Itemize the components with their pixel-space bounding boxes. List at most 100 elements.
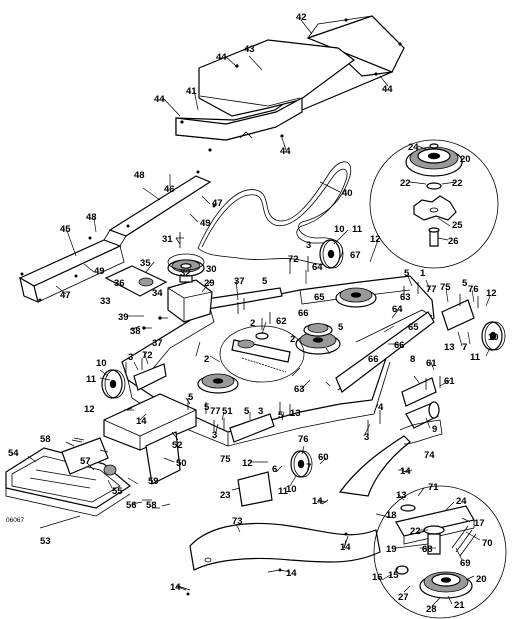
callout-5: 5 [338,322,344,333]
callout-40: 40 [342,188,353,199]
callout-76: 76 [298,434,309,445]
callout-14: 14 [286,568,297,579]
callout-71: 71 [428,482,439,493]
callout-34: 34 [152,288,163,299]
callout-2: 2 [204,354,209,365]
callout-5: 5 [188,392,194,403]
callout-36: 36 [114,278,125,289]
callout-5: 5 [462,278,468,289]
callout-43: 43 [244,44,255,55]
callout-5: 5 [262,276,268,287]
callout-14: 14 [312,496,323,507]
front-bracket [237,471,273,507]
callout-22: 22 [410,526,421,537]
callout-72: 72 [142,350,153,361]
callout-14: 14 [400,466,411,477]
callout-12: 12 [486,288,497,299]
callout-38: 38 [130,326,141,337]
callout-77: 77 [210,406,221,417]
caster-wheels [101,239,506,478]
callout-70: 70 [482,538,493,549]
spindle-center [295,323,341,355]
callout-63: 63 [294,384,305,395]
bracket-plate [104,265,168,297]
callout-60: 60 [318,452,329,463]
callout-22: 22 [452,178,463,189]
callout-2: 2 [250,318,255,329]
callout-64: 64 [312,262,323,273]
callout-3: 3 [258,406,263,417]
callout-44: 44 [280,146,291,157]
callout-24: 24 [408,142,419,153]
callout-2: 2 [290,334,295,345]
callout-6: 6 [272,464,277,475]
caster-wheel-right [481,321,506,351]
callout-3: 3 [364,432,369,443]
callout-24: 24 [456,496,467,507]
spindle-detail-lower [373,485,507,619]
front-baffle [103,393,197,485]
callout-32: 32 [180,268,191,279]
callout-10: 10 [334,224,345,235]
callout-3: 3 [306,240,311,251]
callout-53: 53 [40,536,51,547]
callout-35: 35 [140,258,151,269]
callout-19: 19 [386,544,397,555]
callout-31: 31 [162,234,173,245]
caster-wheel-front [290,450,313,478]
callout-37: 37 [234,276,245,287]
callout-28: 28 [426,604,437,615]
leader-lines [27,19,491,607]
callout-74: 74 [424,450,435,461]
callout-16: 16 [372,572,383,583]
callout-61: 61 [444,376,455,387]
callout-54: 54 [8,448,19,459]
callout-12: 12 [370,234,381,245]
callout-58: 58 [146,500,157,511]
gearbox-pulley [167,253,205,277]
callout-77: 77 [426,284,437,295]
callout-49: 49 [200,218,211,229]
spindle-detail-upper [369,139,499,269]
callout-44: 44 [154,94,165,105]
callout-22: 22 [400,178,411,189]
right-baffle [338,419,443,497]
callout-5: 5 [204,402,210,413]
callout-62: 62 [276,316,287,327]
callout-9: 9 [432,424,437,435]
callout-56: 56 [126,500,137,511]
callout-7: 7 [306,462,311,473]
callout-14: 14 [340,542,351,553]
callout-10: 10 [488,332,499,343]
callout-55: 55 [112,486,123,497]
bottom-baffle [189,522,381,571]
callout-48: 48 [134,170,145,181]
figure-reference: 06067 [6,517,24,524]
callout-11: 11 [278,486,289,497]
callout-65: 65 [314,292,325,303]
callout-5: 5 [404,268,410,279]
callout-66: 66 [368,354,379,365]
callout-13: 13 [444,342,455,353]
callout-30: 30 [206,264,217,275]
callout-73: 73 [232,516,243,527]
callout-66: 66 [298,308,309,319]
callout-11: 11 [352,224,363,235]
tensioner-cylinder [405,401,440,429]
callout-14: 14 [136,416,147,427]
belt-cover [175,15,405,152]
callout-20: 20 [460,154,471,165]
callout-57: 57 [80,456,91,467]
callout-67: 67 [350,250,361,261]
callout-21: 21 [454,600,465,611]
callout-48: 48 [86,212,97,223]
callout-44: 44 [216,52,227,63]
callout-37: 37 [152,338,163,349]
callout-15: 15 [388,570,399,581]
callout-17: 17 [474,518,485,529]
callout-14: 14 [170,582,181,593]
callout-5: 5 [278,410,284,421]
spindle-left [197,373,239,394]
